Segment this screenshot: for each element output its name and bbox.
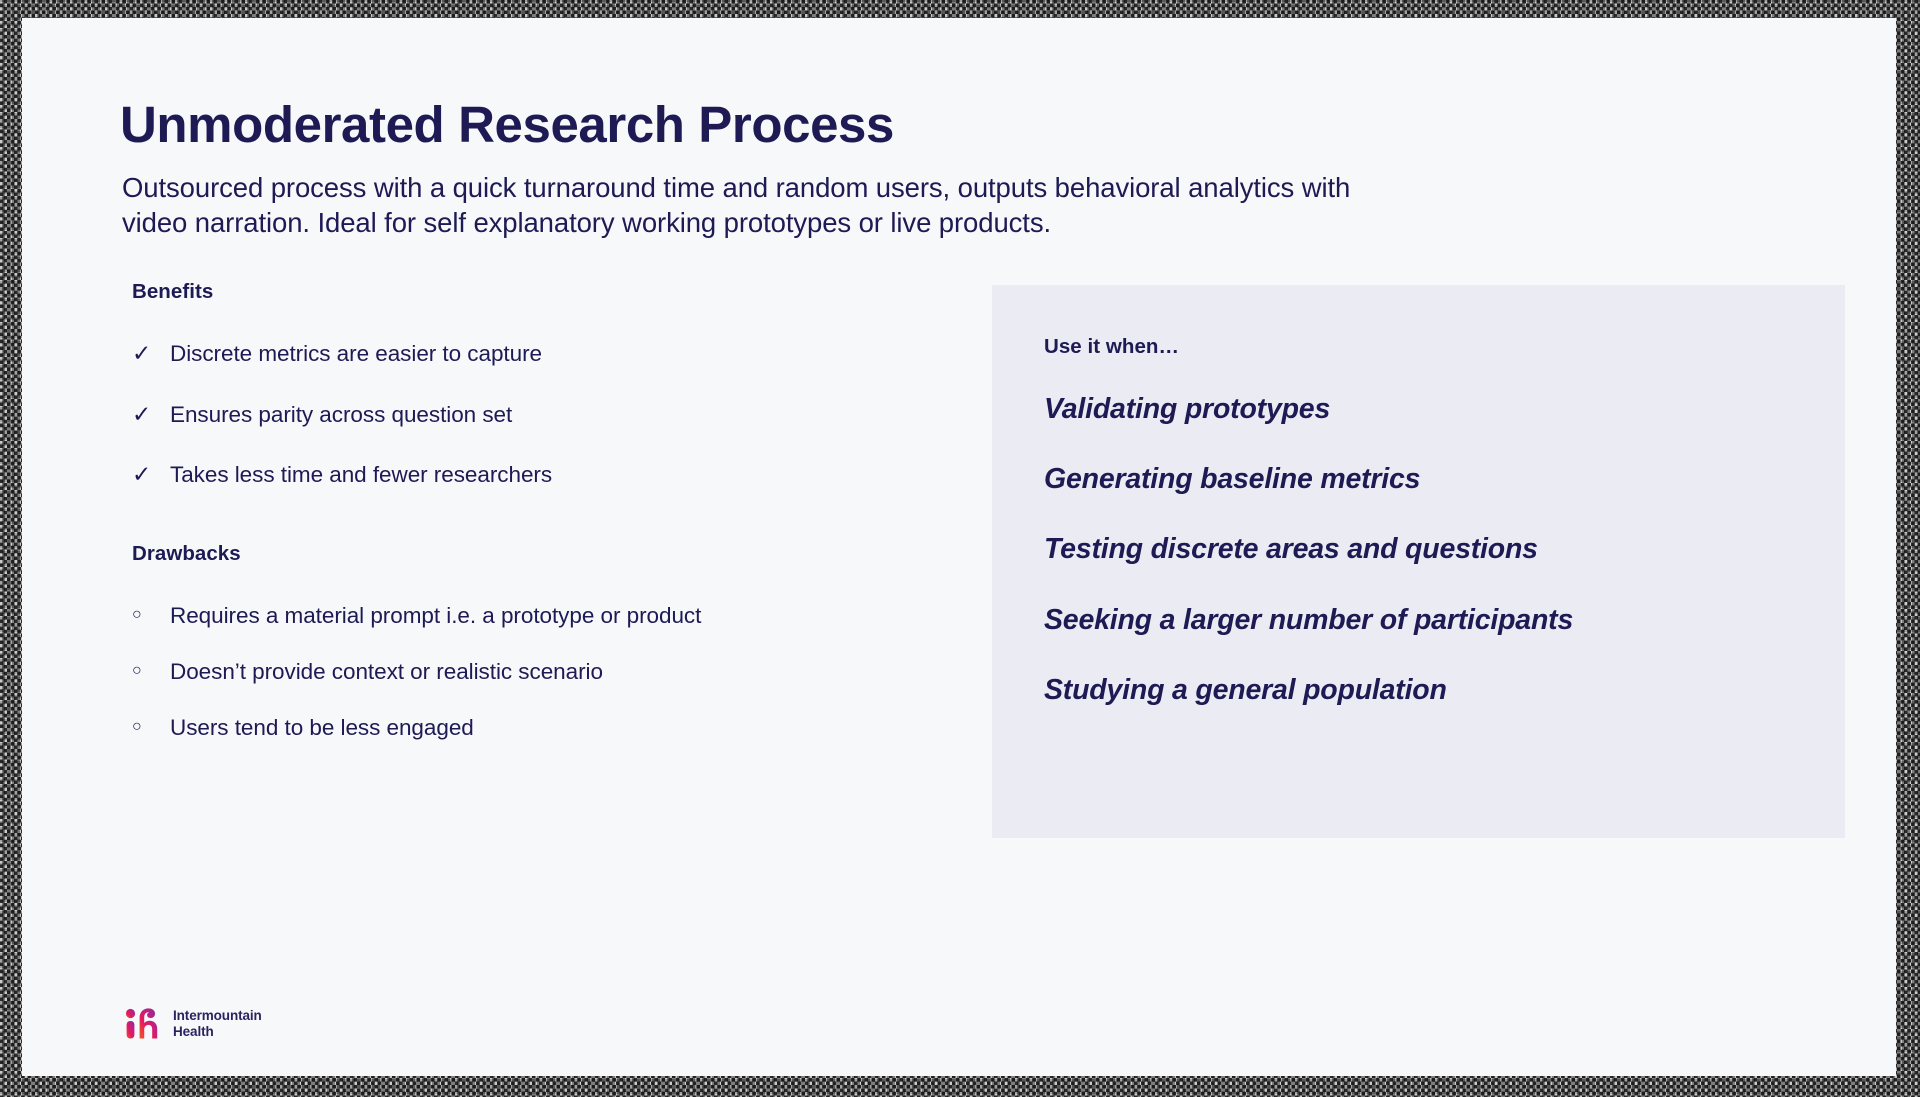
list-item: Studying a general population bbox=[1044, 673, 1447, 706]
list-item: Testing discrete areas and questions bbox=[1044, 533, 1538, 566]
intermountain-health-mark-icon bbox=[125, 1008, 158, 1039]
benefits-heading: Benefits bbox=[132, 280, 214, 303]
logo-wordmark: Intermountain Health bbox=[173, 1008, 262, 1040]
list-item: Seeking a larger number of participants bbox=[1044, 603, 1574, 636]
check-icon: ✓ bbox=[132, 340, 152, 366]
list-item: ○ Doesn’t provide context or realistic s… bbox=[132, 658, 952, 685]
check-icon: ✓ bbox=[132, 400, 152, 427]
use-it-when-list: Validating prototypes Generating baselin… bbox=[1044, 392, 1821, 707]
drawbacks-heading: Drawbacks bbox=[132, 541, 241, 565]
list-item-label: Takes less time and fewer researchers bbox=[170, 462, 553, 488]
benefits-list: ✓ Discrete metrics are easier to capture… bbox=[132, 340, 952, 489]
use-it-when-heading: Use it when… bbox=[1044, 335, 1180, 358]
list-item-label: Ensures parity across question set bbox=[170, 401, 513, 427]
list-item: Validating prototypes bbox=[1044, 393, 1331, 425]
presentation-slide: Unmoderated Research Process Outsourced … bbox=[22, 18, 1896, 1076]
brand-logo: Intermountain Health bbox=[122, 1003, 262, 1045]
list-item-label: Doesn’t provide context or realistic sce… bbox=[170, 658, 603, 684]
circle-bullet-icon: ○ bbox=[132, 605, 142, 623]
slide-subtitle: Outsourced process with a quick turnarou… bbox=[122, 171, 1351, 238]
page-title: Unmoderated Research Process bbox=[120, 96, 894, 154]
logo-wordmark-line2: Health bbox=[173, 1024, 214, 1039]
list-item: ✓ Discrete metrics are easier to capture bbox=[132, 340, 952, 368]
list-item-label: Discrete metrics are easier to capture bbox=[170, 341, 542, 366]
use-it-when-panel: Use it when… Validating prototypes Gener… bbox=[992, 285, 1845, 838]
list-item: Generating baseline metrics bbox=[1044, 463, 1421, 496]
list-item-label: Users tend to be less engaged bbox=[170, 714, 474, 740]
list-item: ✓ Takes less time and fewer researchers bbox=[132, 461, 952, 489]
circle-bullet-icon: ○ bbox=[132, 661, 142, 679]
circle-bullet-icon: ○ bbox=[132, 717, 142, 735]
logo-wordmark-line1: Intermountain bbox=[173, 1008, 262, 1024]
list-item: ✓ Ensures parity across question set bbox=[132, 401, 952, 429]
list-item: ○ Requires a material prompt i.e. a prot… bbox=[132, 602, 952, 629]
drawbacks-list: ○ Requires a material prompt i.e. a prot… bbox=[132, 602, 952, 741]
list-item-label: Requires a material prompt i.e. a protot… bbox=[170, 602, 702, 628]
check-icon: ✓ bbox=[132, 461, 152, 488]
list-item: ○ Users tend to be less engaged bbox=[132, 714, 952, 741]
left-column: Benefits ✓ Discrete metrics are easier t… bbox=[132, 280, 952, 741]
